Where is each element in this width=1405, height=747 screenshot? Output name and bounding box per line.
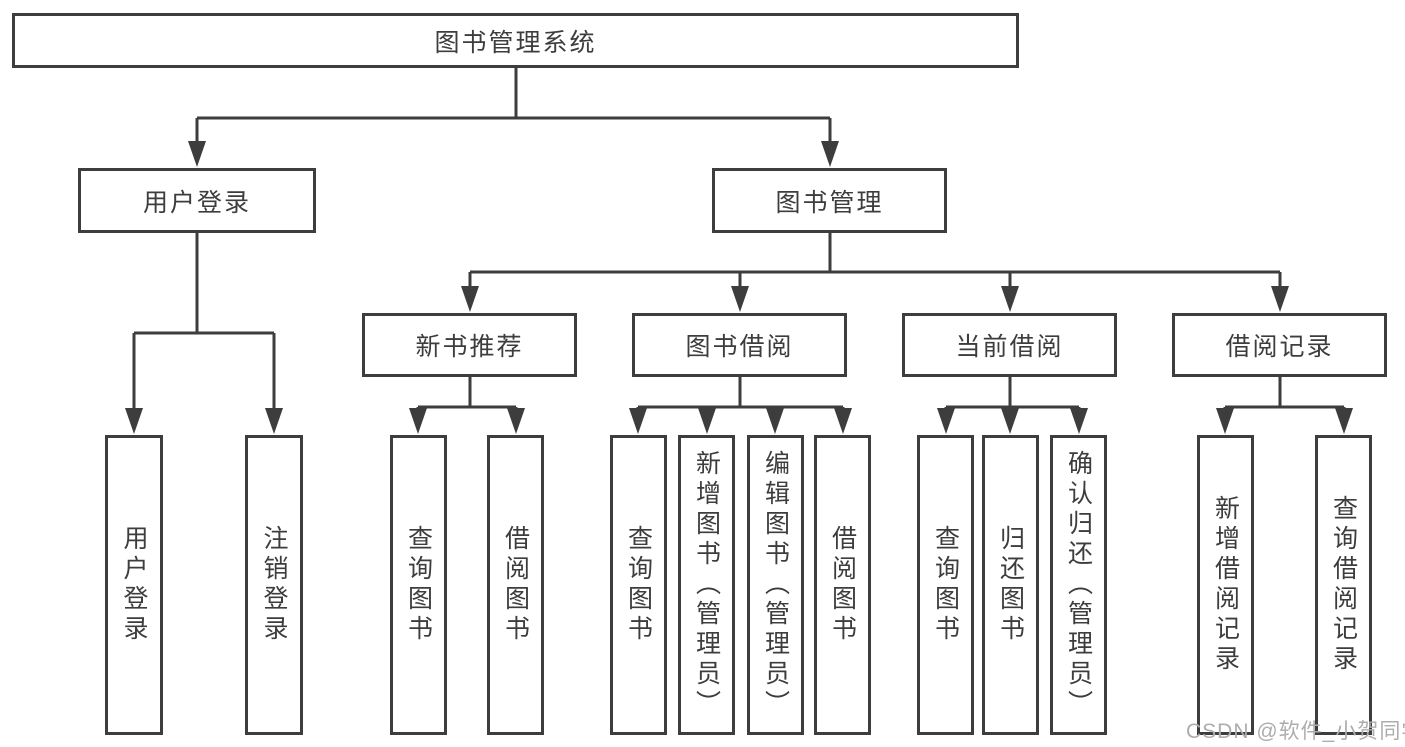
node-leaf-query-books-borrow: 查询图书 (610, 435, 667, 735)
node-leaf-logout-label: 注销登录 (260, 525, 288, 645)
node-leaf-user-login: 用户登录 (105, 435, 163, 735)
node-leaf-query-borrow-record: 查询借阅记录 (1315, 435, 1372, 735)
node-user-login: 用户登录 (78, 168, 316, 233)
node-leaf-borrow-books-borrow: 借阅图书 (814, 435, 871, 735)
node-leaf-confirm-return-admin-label: 确认归还（管理员） (1064, 450, 1093, 720)
node-current-borrow: 当前借阅 (902, 313, 1117, 377)
node-leaf-query-books-current: 查询图书 (917, 435, 974, 735)
node-leaf-borrow-books-recommend-label: 借阅图书 (501, 525, 530, 645)
node-new-book-recommend-label: 新书推荐 (415, 333, 524, 361)
node-leaf-confirm-return-admin: 确认归还（管理员） (1050, 435, 1107, 735)
node-current-borrow-label: 当前借阅 (955, 333, 1064, 361)
node-book-management: 图书管理 (712, 168, 947, 233)
node-library-system-label: 图书管理系统 (434, 28, 597, 57)
node-leaf-return-books-label: 归还图书 (996, 525, 1025, 645)
csdn-watermark: CSDN @软件_小贺同学 (1186, 720, 1405, 743)
node-new-book-recommend: 新书推荐 (362, 313, 577, 377)
node-leaf-edit-book-admin: 编辑图书（管理员） (747, 435, 804, 735)
node-leaf-add-borrow-record-label: 新增借阅记录 (1211, 495, 1240, 675)
node-borrow-records: 借阅记录 (1172, 313, 1387, 377)
node-leaf-query-books-recommend-label: 查询图书 (404, 525, 433, 645)
node-leaf-query-books-current-label: 查询图书 (931, 525, 960, 645)
node-book-borrow-label: 图书借阅 (685, 333, 794, 361)
node-book-borrow: 图书借阅 (632, 313, 847, 377)
node-leaf-query-borrow-record-label: 查询借阅记录 (1329, 495, 1358, 675)
node-leaf-borrow-books-borrow-label: 借阅图书 (828, 525, 857, 645)
node-leaf-query-books-recommend: 查询图书 (390, 435, 447, 735)
node-leaf-user-login-label: 用户登录 (120, 525, 148, 645)
node-leaf-add-book-admin-label: 新增图书（管理员） (692, 450, 721, 720)
node-leaf-return-books: 归还图书 (982, 435, 1039, 735)
node-user-login-label: 用户登录 (142, 188, 251, 217)
node-book-management-label: 图书管理 (775, 188, 884, 217)
node-library-system: 图书管理系统 (12, 13, 1019, 68)
node-leaf-logout: 注销登录 (245, 435, 303, 735)
node-leaf-edit-book-admin-label: 编辑图书（管理员） (761, 450, 790, 720)
node-leaf-query-books-borrow-label: 查询图书 (624, 525, 653, 645)
node-leaf-add-book-admin: 新增图书（管理员） (678, 435, 735, 735)
connector-arrowheads (125, 141, 1353, 434)
node-leaf-add-borrow-record: 新增借阅记录 (1197, 435, 1254, 735)
node-borrow-records-label: 借阅记录 (1225, 333, 1334, 361)
node-leaf-borrow-books-recommend: 借阅图书 (487, 435, 544, 735)
